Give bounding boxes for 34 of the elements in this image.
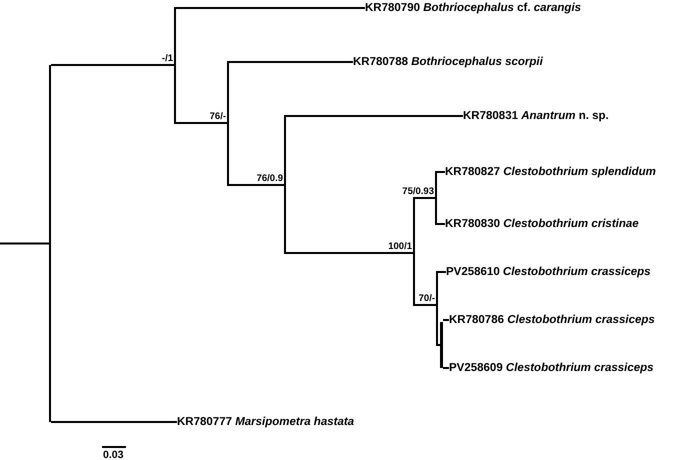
tree-branch <box>413 253 437 306</box>
support-value: 75/0.93 <box>402 186 434 197</box>
taxon-label: PV258610 Clestobothrium crassiceps <box>446 265 651 279</box>
tree-branch <box>436 305 440 346</box>
tree-branch <box>0 242 49 244</box>
taxon-label: KR780827 Clestobothrium splendidum <box>445 165 656 179</box>
support-value: 76/- <box>210 111 226 122</box>
tree-branch <box>436 271 446 305</box>
tree-branch <box>413 197 436 253</box>
tree-branch <box>284 115 463 185</box>
tree-branch <box>284 185 414 254</box>
taxon-label: PV258609 Clestobothrium crassiceps <box>449 361 654 375</box>
tree-branch <box>227 61 353 123</box>
taxon-label: KR780777 Marsipometra hastata <box>177 415 354 429</box>
scale-label: 0.03 <box>103 449 124 460</box>
tree-branch <box>443 319 449 321</box>
taxon-label: KR780788 Bothriocephalus scorpii <box>353 55 543 69</box>
support-value: 70/- <box>418 293 435 304</box>
tree-branch <box>435 198 445 225</box>
tree-branch <box>440 322 443 368</box>
tree-branch <box>174 7 365 65</box>
taxon-label: KR780790 Bothriocephalus cf. carangis <box>365 1 582 15</box>
support-value: 76/0.9 <box>256 173 283 184</box>
support-value: 100/1 <box>388 241 412 252</box>
taxon-label: KR780831 Anantrum n. sp. <box>463 109 609 123</box>
taxon-label: KR780830 Clestobothrium cristinae <box>445 217 639 231</box>
support-value: -/1 <box>162 53 173 64</box>
tree-branch <box>227 123 285 186</box>
tree-branch <box>51 64 175 66</box>
taxon-label: KR780786 Clestobothrium crassiceps <box>449 313 655 327</box>
tree-branch <box>435 171 445 198</box>
tree-branch <box>174 65 228 124</box>
tree-branch <box>443 367 449 369</box>
tree-branch <box>51 421 177 423</box>
